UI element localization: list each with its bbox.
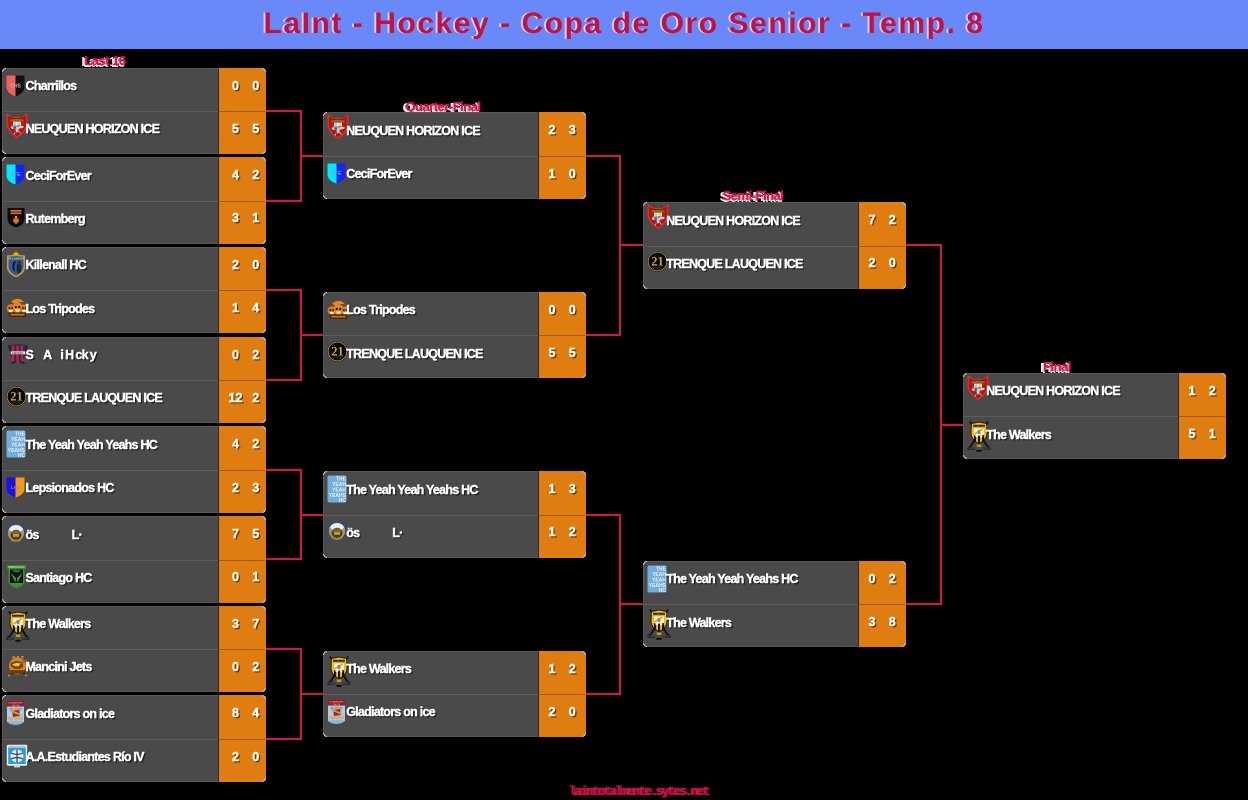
svg-text:THE WALKERS: THE WALKERS [331, 659, 347, 662]
svg-text:THE WALKERS: THE WALKERS [651, 613, 667, 616]
svg-text:YEAHS: YEAHS [648, 583, 666, 589]
svg-text:THE WALKERS: THE WALKERS [10, 614, 26, 617]
svg-text:HOCKEY: HOCKEY [12, 350, 23, 354]
svg-text:THE: THE [15, 432, 26, 438]
svg-text:21: 21 [10, 389, 23, 403]
svg-text:YEAH: YEAH [652, 577, 666, 583]
svg-text:2011: 2011 [14, 571, 19, 573]
svg-text:YEAH: YEAH [332, 482, 346, 488]
svg-text:THE WALKERS: THE WALKERS [971, 425, 987, 428]
svg-text:THE: THE [336, 477, 347, 483]
svg-text:GLADIATORS: GLADIATORS [9, 702, 23, 705]
svg-text:MANCINI JETS: MANCINI JETS [9, 671, 26, 674]
svg-text:YEAHS: YEAHS [328, 493, 346, 499]
svg-text:VILLANOVA: VILLANOVA [7, 256, 25, 260]
svg-text:21: 21 [331, 345, 344, 359]
svg-text:YEAH: YEAH [11, 437, 25, 443]
svg-text:LHC: LHC [11, 485, 21, 490]
svg-text:21: 21 [651, 255, 664, 269]
svg-text:THE: THE [656, 566, 667, 572]
svg-text:HC: HC [338, 498, 346, 503]
svg-text:YEAH: YEAH [11, 443, 25, 449]
svg-text:CFE: CFE [331, 171, 342, 177]
svg-text:YEAHS: YEAHS [8, 448, 26, 454]
svg-text:GLADIATORS: GLADIATORS [329, 700, 343, 703]
svg-text:SANTIAGO HC: SANTIAGO HC [8, 566, 25, 569]
svg-text:HC: HC [18, 453, 26, 458]
svg-text:HC: HC [658, 588, 666, 593]
svg-text:ON ICE: ON ICE [332, 704, 340, 706]
svg-text:YEAH: YEAH [332, 488, 346, 494]
svg-text:CHS: CHS [10, 83, 21, 89]
svg-text:ON ICE: ON ICE [12, 705, 20, 707]
svg-text:YEAH: YEAH [652, 572, 666, 578]
svg-text:CFE: CFE [11, 172, 22, 178]
